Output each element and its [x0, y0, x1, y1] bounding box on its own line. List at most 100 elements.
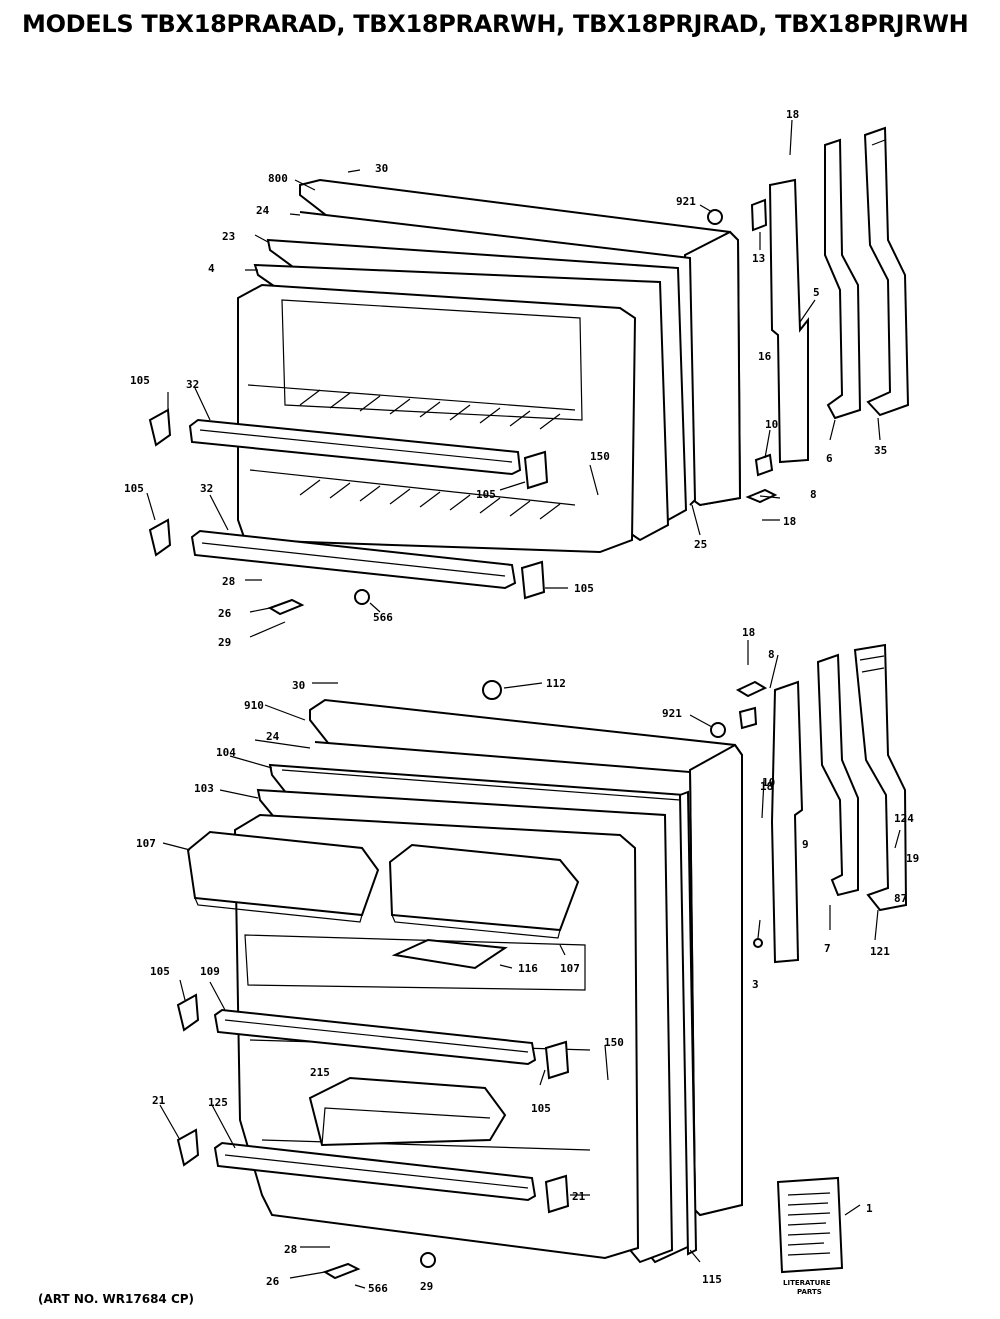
freezer-callout-105: 105 [476, 488, 496, 501]
fresh-food-callout-7: 7 [824, 942, 831, 955]
freezer-bracket-right-upper [523, 450, 549, 490]
fresh-food-bracket-21-right [544, 1174, 570, 1214]
freezer-callout-566: 566 [373, 611, 393, 624]
fresh-food-button-112 [482, 680, 502, 700]
fresh-food-callout-10: 10 [762, 776, 775, 789]
literature-parts-pack [776, 1176, 844, 1274]
freezer-callout-18: 18 [783, 515, 796, 528]
fresh-food-callout-566: 566 [368, 1282, 388, 1295]
freezer-callout-150: 150 [590, 450, 610, 463]
fresh-food-hinge-cover-9 [770, 680, 804, 964]
fresh-food-bin-215 [308, 1076, 507, 1147]
freezer-callout-32: 32 [200, 482, 213, 495]
freezer-callout-4: 4 [208, 262, 215, 275]
freezer-callout-30: 30 [375, 162, 388, 175]
fresh-food-callout-29: 29 [420, 1280, 433, 1293]
freezer-callout-105: 105 [574, 582, 594, 595]
freezer-hinge-cover-5 [768, 178, 809, 464]
fresh-food-callout-116: 116 [518, 962, 538, 975]
freezer-callout-5: 5 [813, 286, 820, 299]
freezer-door-assembly [146, 119, 910, 638]
diagram-title: MODELS TBX18PRARAD, TBX18PRARWH, TBX18PR… [22, 10, 969, 38]
fresh-food-callout-105: 105 [150, 965, 170, 978]
freezer-bracket-left-lower [148, 518, 172, 557]
fresh-food-callout-125: 125 [208, 1096, 228, 1109]
fresh-food-callout-18: 18 [760, 780, 773, 793]
freezer-callout-29: 29 [218, 636, 231, 649]
freezer-callout-8: 8 [810, 488, 817, 501]
freezer-callout-26: 26 [218, 607, 232, 620]
freezer-callout-35: 35 [874, 444, 887, 457]
freezer-plug-921 [707, 209, 723, 225]
fresh-food-bracket-105-right [544, 1040, 570, 1080]
literature-label-2: PARTS [797, 1288, 822, 1296]
freezer-callout-105: 105 [130, 374, 150, 387]
freezer-shelf-ribs-upper [299, 389, 561, 430]
fresh-food-hinge-arm-121 [853, 643, 908, 912]
fresh-food-callout-18: 18 [742, 626, 755, 639]
freezer-callout-labels: 18 30 800 921 24 23 4 13 5 16 105 32 150 105 105 32 105 1… [124, 108, 887, 649]
fresh-food-plug-921 [710, 722, 726, 738]
fresh-food-button-29 [420, 1252, 436, 1268]
freezer-shelf-ribs-lower [299, 479, 561, 520]
freezer-shelf-bar-upper [188, 418, 522, 476]
freezer-leader-lines [146, 119, 881, 638]
fresh-food-callout-9: 9 [802, 838, 809, 851]
freezer-stop-10 [754, 453, 774, 477]
freezer-clip-26 [267, 598, 305, 616]
freezer-callout-10: 10 [765, 418, 778, 431]
freezer-callout-18: 18 [786, 108, 799, 121]
freezer-callout-105: 105 [124, 482, 144, 495]
freezer-bracket-right-lower [520, 560, 546, 600]
freezer-hinge-13 [750, 198, 768, 232]
fresh-food-door-assembly: LITERATURE PARTS [159, 640, 908, 1296]
freezer-callout-800: 800 [268, 172, 288, 185]
freezer-callout-28: 28 [222, 575, 235, 588]
freezer-callout-6: 6 [826, 452, 833, 465]
fresh-food-callout-115: 115 [702, 1273, 722, 1286]
fresh-food-callout-30: 30 [292, 679, 305, 692]
fresh-food-callout-112: 112 [546, 677, 566, 690]
freezer-button-29 [354, 589, 370, 605]
fresh-food-callout-107: 107 [136, 837, 156, 850]
freezer-callout-25: 25 [694, 538, 707, 551]
fresh-food-callout-124: 124 [894, 812, 914, 825]
fresh-food-callout-105: 105 [531, 1102, 551, 1115]
freezer-callout-16: 16 [758, 350, 772, 363]
fresh-food-shelf-bar-109 [213, 1008, 537, 1066]
fresh-food-strip-115 [678, 790, 698, 1256]
freezer-callout-921: 921 [676, 195, 696, 208]
freezer-bracket-left-upper [148, 408, 172, 447]
fresh-food-callout-107: 107 [560, 962, 580, 975]
fresh-food-callout-8: 8 [768, 648, 775, 661]
fresh-food-hinge-10 [738, 706, 758, 730]
fresh-food-callout-921: 921 [662, 707, 682, 720]
fresh-food-callout-121: 121 [870, 945, 890, 958]
fresh-food-tray-116 [391, 938, 508, 970]
fresh-food-callout-24: 24 [266, 730, 280, 743]
fresh-food-callout-109: 109 [200, 965, 220, 978]
fresh-food-callout-104: 104 [216, 746, 236, 759]
art-number: (ART NO. WR17684 CP) [38, 1292, 195, 1306]
freezer-hinge-arm-6 [824, 138, 862, 420]
fresh-food-callout-3: 3 [752, 978, 759, 991]
fresh-food-callout-87: 87 [894, 892, 907, 905]
freezer-callout-13: 13 [752, 252, 765, 265]
fresh-food-callout-1: 1 [866, 1202, 873, 1215]
fresh-food-leader-lines [159, 640, 901, 1289]
fresh-food-callout-21: 21 [152, 1094, 166, 1107]
freezer-callout-32: 32 [186, 378, 199, 391]
fresh-food-callout-26: 26 [266, 1275, 280, 1288]
fresh-food-bracket-105-left [176, 993, 200, 1032]
fresh-food-callout-910: 910 [244, 699, 264, 712]
fresh-food-callout-19: 19 [906, 852, 919, 865]
freezer-inner-liner [237, 283, 637, 554]
freezer-callout-24: 24 [256, 204, 270, 217]
freezer-callout-23: 23 [222, 230, 235, 243]
fresh-food-cam-8 [735, 680, 768, 698]
fresh-food-callout-215: 215 [310, 1066, 330, 1079]
fresh-food-clip-26 [322, 1262, 361, 1280]
fresh-food-hinge-arm-7 [816, 653, 859, 897]
